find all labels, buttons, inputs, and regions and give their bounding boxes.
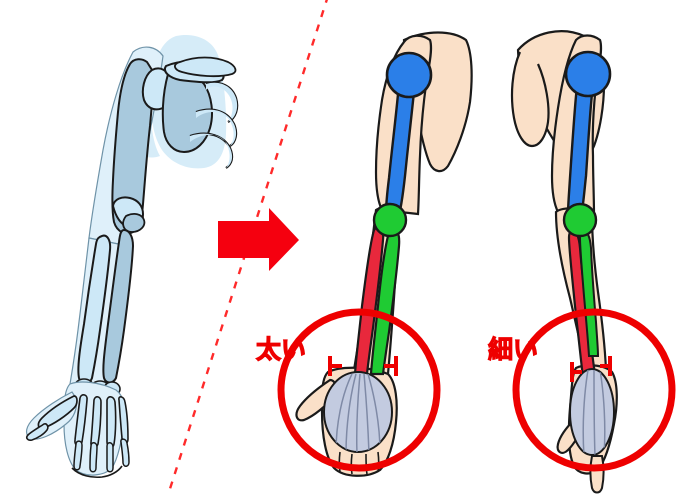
highlight-circle-thick — [277, 308, 441, 472]
metacarpal-lines-right — [582, 369, 606, 455]
finger-extension-right — [589, 455, 605, 494]
rib-3-fill — [190, 133, 233, 168]
humerus-head-right — [564, 50, 612, 98]
fingertips-contour — [71, 465, 123, 479]
transition-arrow — [218, 208, 299, 271]
rib-1-fill — [206, 82, 238, 122]
skeleton-arm-xray — [25, 34, 239, 479]
highlight-circle-thin — [512, 308, 676, 472]
hand-mass-right — [569, 368, 615, 456]
width-ticks-thin — [570, 356, 612, 382]
radius-head-right — [562, 202, 598, 238]
width-ticks-thick — [328, 356, 398, 376]
radius-bone-right — [578, 230, 600, 357]
rib-2-fill — [196, 109, 237, 146]
label-thin: 細い — [488, 335, 538, 364]
label-thick: 太い — [256, 335, 306, 364]
humerus-head-mid — [385, 51, 433, 99]
scapula-contour-right — [510, 51, 550, 148]
arm-front-view — [295, 31, 473, 477]
clavicle-bone — [174, 56, 237, 78]
thumb-phalanx — [26, 423, 49, 441]
dashed-divider — [166, 0, 328, 495]
arm-side-view — [510, 30, 618, 494]
humerus-bone — [111, 58, 154, 235]
radius-head-mid — [372, 202, 408, 238]
metacarpal-bones — [74, 394, 129, 449]
olecranon — [122, 213, 146, 233]
phalanx-bones — [73, 438, 130, 473]
